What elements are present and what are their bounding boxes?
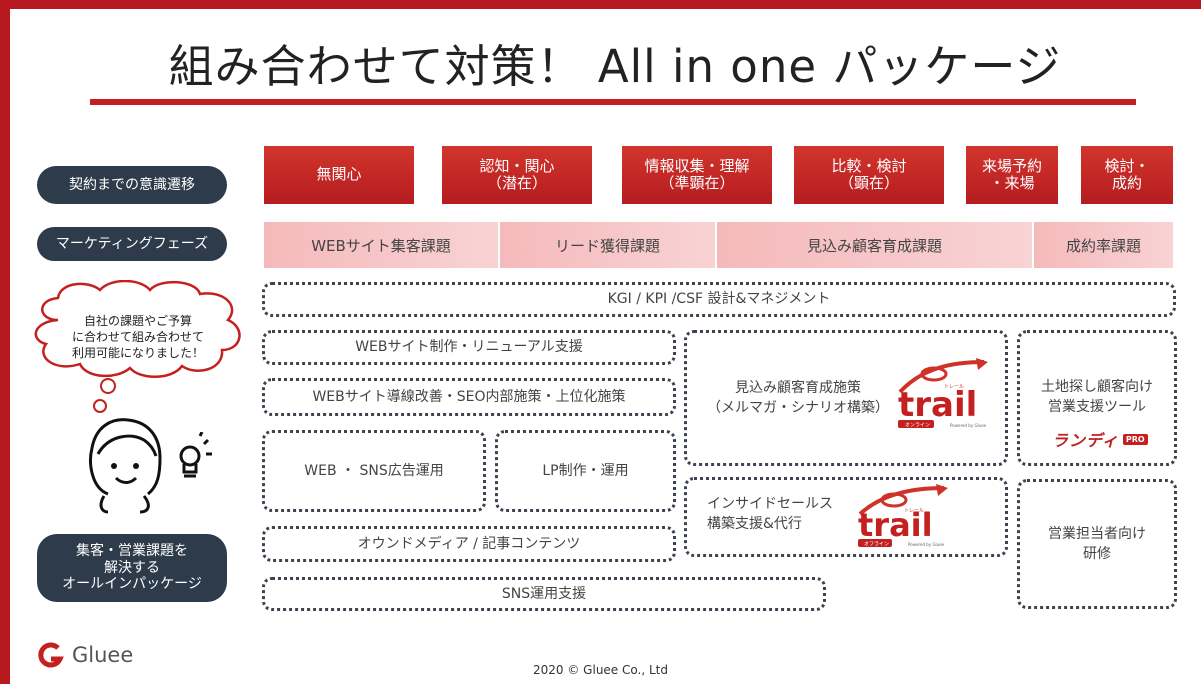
gluee-logo: Gluee [38,642,133,668]
trail-ruby: トレール [944,384,964,390]
phase-web-traffic: WEBサイト集客課題 [264,222,498,268]
service-sales-training: 営業担当者向け 研修 [1017,479,1177,609]
service-inside-sales: インサイドセールス 構築支援&代行 [684,477,1008,557]
phase-closing: 成約率課題 [1034,222,1173,268]
copyright-text: 2020 © Gluee Co., Ltd [533,663,668,677]
awareness-label: 契約までの意識遷移 [37,166,227,204]
service-web-ads: WEB ・ SNS広告運用 [262,430,486,512]
trail-offline-badge [858,539,892,547]
trail-online-text: オンライン [905,423,930,429]
stage-visit: 来場予約・来場 [966,146,1058,204]
landy-logo: ランディ PRO [1052,427,1148,451]
service-owned-media: オウンドメディア / 記事コンテンツ [262,526,676,562]
title-underline [90,99,1136,105]
stage-awareness: 認知・関心（潜在） [442,146,592,204]
service-sns: SNS運用支援 [262,577,826,611]
stage-research: 情報収集・理解（準顕在） [622,146,772,204]
gluee-g-icon [38,642,64,668]
phase-label: マーケティングフェーズ [37,227,227,261]
stage-indifferent: 無関心 [264,146,414,204]
phase-nurturing: 見込み顧客育成課題 [717,222,1032,268]
thought-bubble-dots [93,378,116,413]
thought-cloud-text: 自社の課題やご予算 に合わせて組み合わせて 利用可能になりました！ [71,314,204,361]
trail-online-badge [898,420,934,428]
stage-comparison: 比較・検討（顕在） [794,146,944,204]
package-label: 集客・営業課題を 解決する オールインパッケージ [37,534,227,602]
service-web-seo: WEBサイト導線改善・SEO内部施策・上位化施策 [262,378,676,416]
service-nurturing: 見込み顧客育成施策 （メルマガ・シナリオ構築） [684,330,1008,466]
phase-lead-acquisition: リード獲得課題 [500,222,715,268]
stage-contract: 検討・成約 [1081,146,1173,204]
gluee-brand-text: Gluee [72,643,134,667]
woman-face-icon [89,418,162,514]
service-lp: LP制作・運用 [495,430,676,512]
trail-wordmark: trail [858,506,933,544]
lightbulb-icon [179,432,212,478]
service-land-search-tool: 土地探し顧客向け 営業支援ツール [1017,330,1177,466]
trail-ruby: トレール [904,508,924,514]
trail-powered-text: Powered by Gluee [950,423,987,428]
thought-cloud [34,280,241,378]
service-kgi-kpi: KGI / KPI /CSF 設計&マネジメント [262,282,1176,317]
page-title: 組み合わせて対策！ All in one パッケージ [168,40,1062,93]
trail-offline-logo: トレール trail オフライン Powered by Gluee [858,484,948,548]
service-web-build: WEBサイト制作・リニューアル支援 [262,330,676,365]
trail-powered-text: Powered by Gluee [908,542,945,547]
trail-offline-text: オフライン [864,542,889,548]
trail-wordmark: trail [898,385,977,425]
trail-online-logo: トレール trail オンライン Powered by Gluee [898,358,988,429]
